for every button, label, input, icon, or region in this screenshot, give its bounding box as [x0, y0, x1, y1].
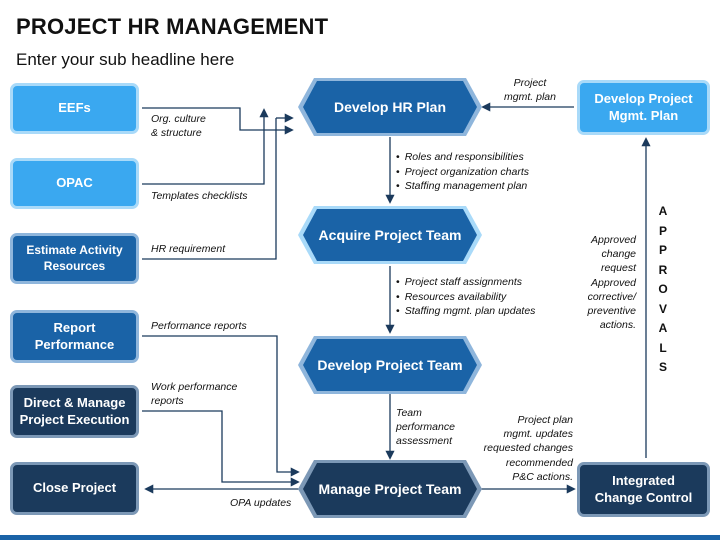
hr-requirement-label: HR requirement: [151, 243, 226, 255]
page-subtitle: Enter your sub headline here: [16, 50, 235, 69]
list-item: Project staff assignments: [396, 275, 535, 290]
report-label-line2: Performance: [34, 336, 115, 352]
opa-updates-label: OPA updates: [230, 497, 292, 509]
list-item: Staffing management plan: [396, 179, 529, 194]
manage-project-team-hex[interactable]: Manage Project Team: [298, 460, 482, 518]
eefs-label: EEFs: [58, 100, 91, 116]
develop-hr-plan-hex[interactable]: Develop HR Plan: [298, 78, 482, 136]
report-performance-box[interactable]: Report Performance: [10, 310, 139, 363]
direct-label-line2: Project Execution: [19, 411, 130, 427]
mgmt-plan-label-line2: Mgmt. Plan: [608, 107, 679, 123]
develop-project-team-hex[interactable]: Develop Project Team: [298, 336, 482, 394]
opac-box[interactable]: OPAC: [10, 158, 139, 209]
report-label-line1: Report: [53, 319, 96, 335]
integrated-change-control-box[interactable]: Integrated Change Control: [577, 462, 710, 517]
mgmt-plan-label-line1: Develop Project: [594, 90, 693, 106]
hr-plan-outputs-list: Roles and responsibilities Project organ…: [396, 150, 529, 194]
arrow-report: [142, 335, 300, 477]
org-culture-label: Org. culture& structure: [151, 113, 206, 140]
acquire-team-outputs-list: Project staff assignments Resources avai…: [396, 275, 536, 319]
arrow-estimate: [142, 118, 277, 260]
arrow-eefs: [142, 107, 294, 135]
acquire-project-team-hex[interactable]: Acquire Project Team: [298, 206, 482, 264]
estimate-label-line1: Estimate Activity: [26, 242, 123, 257]
develop-hr-plan-label: Develop HR Plan: [334, 99, 446, 115]
change-label-line1: Integrated: [612, 472, 675, 488]
performance-reports-label: Performance reports: [151, 320, 247, 332]
list-item: Project organization charts: [396, 165, 529, 180]
close-project-label: Close Project: [32, 480, 117, 496]
templates-label: Templates checklists: [151, 190, 248, 202]
manage-project-team-label: Manage Project Team: [319, 481, 462, 497]
close-project-box[interactable]: Close Project: [10, 462, 139, 515]
estimate-activity-resources-box[interactable]: Estimate Activity Resources: [10, 233, 139, 284]
list-item: Roles and responsibilities: [396, 150, 529, 165]
list-item: Resources availability: [396, 290, 535, 305]
opac-label: OPAC: [56, 175, 93, 191]
estimate-label-line2: Resources: [43, 258, 106, 273]
footer-bar: [0, 535, 720, 540]
arrow-direct: [142, 410, 300, 487]
page-title: PROJECT HR MANAGEMENT: [16, 14, 329, 39]
direct-manage-execution-box[interactable]: Direct & Manage Project Execution: [10, 385, 139, 438]
develop-project-team-label: Develop Project Team: [317, 357, 462, 373]
arrow-opac: [142, 108, 269, 185]
develop-project-mgmt-plan-box[interactable]: Develop Project Mgmt. Plan: [577, 80, 710, 135]
direct-label-line1: Direct & Manage: [23, 394, 126, 410]
eefs-box[interactable]: EEFs: [10, 83, 139, 134]
acquire-project-team-label: Acquire Project Team: [319, 227, 462, 243]
list-item: Staffing mgmt. plan updates: [396, 304, 536, 319]
change-label-line2: Change Control: [594, 489, 693, 505]
